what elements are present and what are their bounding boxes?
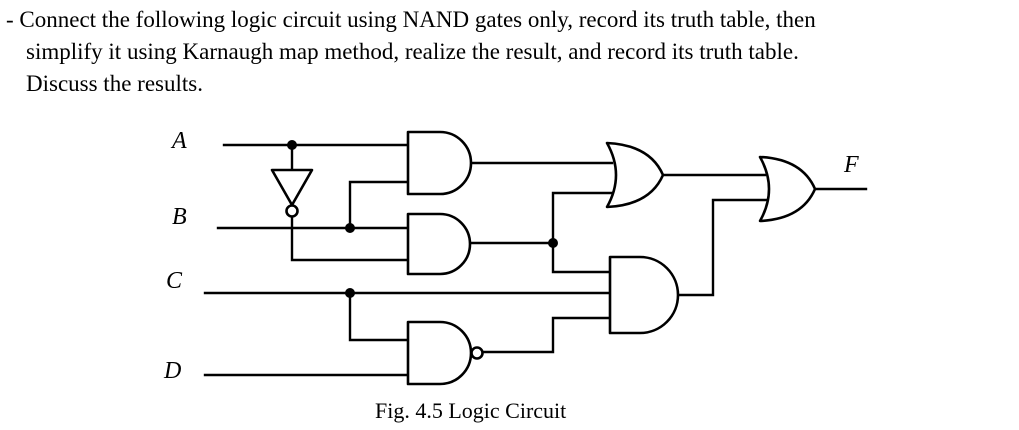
nand-gate bbox=[406, 320, 484, 386]
input-label-a: A bbox=[170, 128, 187, 154]
problem-line-1: - Connect the following logic circuit us… bbox=[6, 7, 816, 32]
and-gate-1 bbox=[406, 130, 473, 196]
wire-c-branch bbox=[348, 291, 410, 342]
problem-line-3: Discuss the results. bbox=[26, 71, 203, 96]
input-label-b: B bbox=[172, 204, 187, 230]
not-gate bbox=[270, 168, 314, 218]
and-gate-2 bbox=[406, 212, 472, 276]
junctions bbox=[287, 140, 558, 298]
wire-to-and3 bbox=[551, 241, 612, 274]
junction-c bbox=[345, 288, 355, 298]
wire-to-or1 bbox=[551, 191, 620, 245]
and-gate-3 bbox=[608, 255, 680, 335]
wires bbox=[203, 143, 868, 377]
wire-b-branch bbox=[348, 180, 410, 230]
figure-caption: Fig. 4.5 Logic Circuit bbox=[375, 398, 566, 423]
wire-not-out bbox=[290, 215, 410, 262]
problem-statement: - Connect the following logic circuit us… bbox=[6, 4, 1011, 100]
problem-line-2: simplify it using Karnaugh map method, r… bbox=[26, 39, 799, 64]
output-label-f: F bbox=[843, 152, 859, 178]
junction-a bbox=[287, 140, 297, 150]
wire-nand-out bbox=[481, 316, 612, 354]
or-gate-1 bbox=[605, 141, 665, 209]
input-label-d: D bbox=[163, 358, 181, 384]
or-gate-2 bbox=[758, 155, 817, 223]
junction-and2 bbox=[548, 238, 558, 248]
wire-and3-out bbox=[669, 198, 770, 297]
input-label-c: C bbox=[166, 268, 183, 294]
junction-b bbox=[345, 223, 355, 233]
